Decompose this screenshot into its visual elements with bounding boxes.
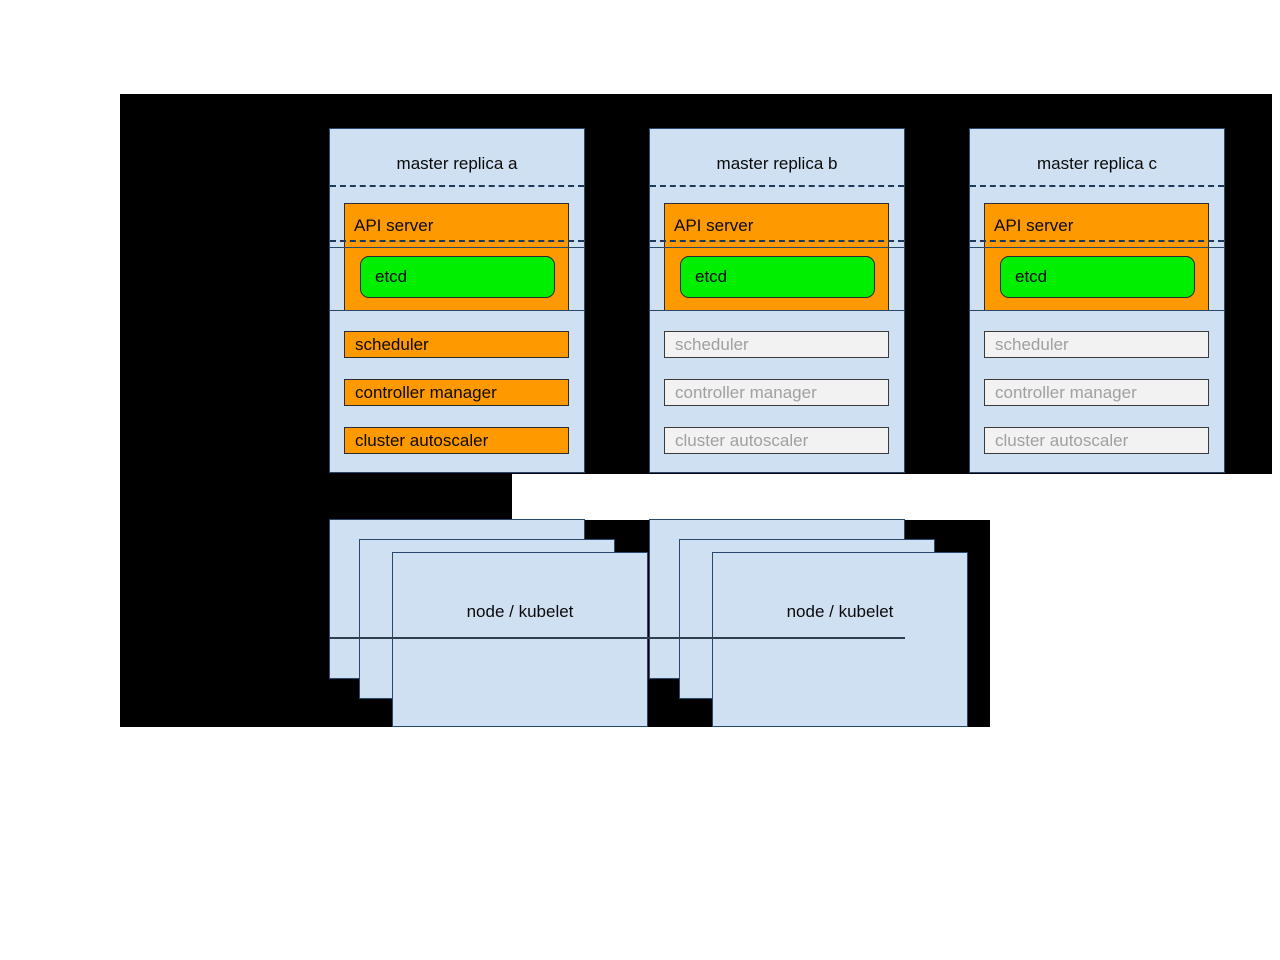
replica-b-controller-manager[interactable]: controller manager <box>664 379 889 406</box>
replica-b-cluster-autoscaler[interactable]: cluster autoscaler <box>664 427 889 454</box>
master-replica-c-title: master replica c <box>1037 154 1157 173</box>
replica-a-api-divider <box>330 240 584 242</box>
replica-a-api-server-label: API server <box>354 216 434 235</box>
replica-a-cluster-autoscaler[interactable]: cluster autoscaler <box>344 427 569 454</box>
master-replica-b-title: master replica b <box>716 154 838 173</box>
replica-a-scheduler[interactable]: scheduler <box>344 331 569 358</box>
node-group-2-card-front[interactable]: node / kubelet <box>712 552 968 727</box>
replica-b-etcd-bottom-rule <box>650 310 904 311</box>
node-group-2-label: node / kubelet <box>786 602 894 621</box>
replica-a-etcd-bottom-rule <box>330 310 584 311</box>
replica-b-etcd-top-rule <box>650 247 904 248</box>
node-group-1-card-front[interactable]: node / kubelet <box>392 552 648 727</box>
replica-a-controller-manager[interactable]: controller manager <box>344 379 569 406</box>
replica-a-etcd[interactable]: etcd <box>360 256 555 298</box>
replica-c-scheduler[interactable]: scheduler <box>984 331 1209 358</box>
master-replica-a-title: master replica a <box>396 154 518 173</box>
replica-b-title-divider <box>650 185 904 187</box>
replica-c-etcd-top-rule <box>970 247 1224 248</box>
replica-b-api-server-label: API server <box>674 216 754 235</box>
replica-c-title-divider <box>970 185 1224 187</box>
replica-c-cluster-autoscaler[interactable]: cluster autoscaler <box>984 427 1209 454</box>
replica-b-etcd[interactable]: etcd <box>680 256 875 298</box>
replica-b-api-divider <box>650 240 904 242</box>
replica-c-controller-manager[interactable]: controller manager <box>984 379 1209 406</box>
replica-b-scheduler[interactable]: scheduler <box>664 331 889 358</box>
node-group-1-label: node / kubelet <box>466 602 574 621</box>
replica-a-title-divider <box>330 185 584 187</box>
replica-c-api-server-label: API server <box>994 216 1074 235</box>
node-cross-rule <box>329 637 905 639</box>
replica-c-api-divider <box>970 240 1224 242</box>
replica-c-etcd[interactable]: etcd <box>1000 256 1195 298</box>
replica-a-etcd-top-rule <box>330 247 584 248</box>
backdrop-left-notch <box>120 474 512 520</box>
replica-c-etcd-bottom-rule <box>970 310 1224 311</box>
